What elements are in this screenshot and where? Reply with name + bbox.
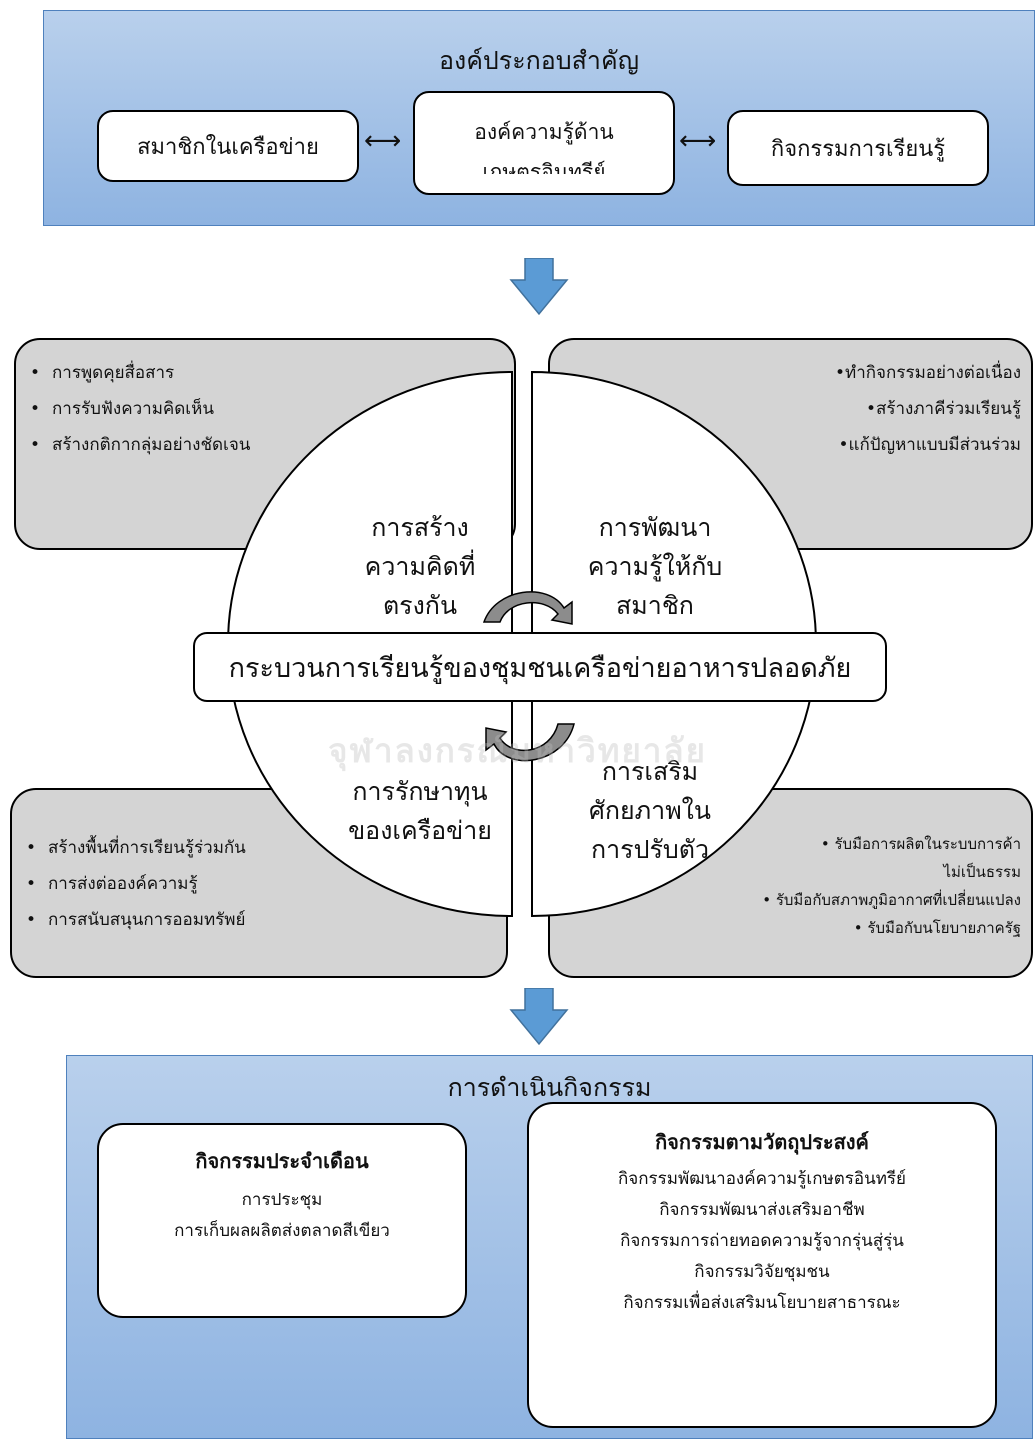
quadrant-label-top-left: การสร้าง ความคิดที่ ตรงกัน	[364, 513, 476, 620]
objective-item: กิจกรรมเพื่อส่งเสริมนโยบายสาธารณะ	[623, 1293, 901, 1313]
monthly-activities-title: กิจกรรมประจำเดือน	[195, 1149, 369, 1173]
objective-item: กิจกรรมพัฒนาองค์ความรู้เกษตรอินทรีย์	[617, 1169, 907, 1189]
learning-process-label: กระบวนการเรียนรู้ของชุมชนเครือข่ายอาหารป…	[193, 632, 887, 702]
notes-bottom-left: สร้างพื้นที่การเรียนรู้ร่วมกัน การส่งต่อ…	[26, 830, 246, 938]
note-item: การรับฟังความคิดเห็น	[30, 391, 250, 427]
down-arrow-icon	[509, 258, 569, 316]
note-item: สร้างภาคีร่วมเรียนรู้	[721, 391, 1021, 427]
watermark: จุฬาลงกรณ์มหาวิทยาลัย	[328, 731, 707, 770]
activities-title: การดำเนินกิจกรรม	[447, 1073, 652, 1102]
note-item: สร้างพื้นที่การเรียนรู้ร่วมกัน	[26, 830, 246, 866]
learning-activities-box: กิจกรรมการเรียนรู้	[727, 110, 989, 186]
quadrant-label-bottom-right: การเสริม ศักยภาพใน การปรับตัว	[589, 757, 711, 864]
cycle-arrow-top-icon	[482, 591, 573, 625]
objective-activities-title: กิจกรรมตามวัตถุประสงค์	[655, 1130, 869, 1154]
double-arrow-right-icon: ⟷	[679, 126, 717, 156]
objective-item: กิจกรรมการถ่ายทอดความรู้จากรุ่นสู่รุ่น	[620, 1231, 904, 1251]
monthly-item: การเก็บผลผลิตส่งตลาดสีเขียว	[174, 1221, 390, 1241]
down-arrow-icon	[509, 988, 569, 1046]
double-arrow-left-icon: ⟷	[364, 126, 402, 156]
objective-item: กิจกรรมวิจัยชุมชน	[694, 1262, 830, 1282]
notes-bottom-right: • รับมือการผลิตในระบบการค้า ไม่เป็นธรรม …	[691, 830, 1021, 942]
note-item: การสนับสนุนการออมทรัพย์	[26, 902, 246, 938]
knowledge-label-1: องค์ความรู้ด้าน	[474, 120, 614, 144]
components-title: องค์ประกอบสำคัญ	[438, 46, 639, 75]
note-item: การส่งต่อองค์ความรู้	[26, 866, 246, 902]
knowledge-label-2: เกษตรอินทรีย์	[482, 160, 606, 174]
learning-activities-label: กิจกรรมการเรียนรู้	[770, 136, 946, 162]
quadrant-label-top-right: การพัฒนา ความรู้ให้กับ สมาชิก	[587, 513, 723, 620]
note-item: • รับมือกับนโยบายภาครัฐ	[853, 919, 1021, 937]
notes-top-left: การพูดคุยสื่อสาร การรับฟังความคิดเห็น สร…	[30, 355, 250, 463]
notes-top-right: ทำกิจกรรมอย่างต่อเนื่อง สร้างภาคีร่วมเรี…	[721, 355, 1021, 463]
cycle-arrow-bottom-icon	[485, 723, 575, 762]
monthly-activities-box: กิจกรรมประจำเดือน การประชุม การเก็บผลผลิ…	[97, 1123, 467, 1318]
monthly-item: การประชุม	[241, 1190, 323, 1210]
note-item: ทำกิจกรรมอย่างต่อเนื่อง	[721, 355, 1021, 391]
members-label: สมาชิกในเครือข่าย	[137, 134, 319, 160]
note-item: • รับมือการผลิตในระบบการค้า	[820, 835, 1021, 853]
quadrant-label-bottom-left: การรักษาทุน ของเครือข่าย	[348, 777, 492, 845]
note-item-continuation: ไม่เป็นธรรม	[943, 863, 1022, 881]
note-item: แก้ปัญหาแบบมีส่วนร่วม	[721, 427, 1021, 463]
objective-activities-box: กิจกรรมตามวัตถุประสงค์ กิจกรรมพัฒนาองค์ค…	[527, 1102, 997, 1428]
knowledge-box: องค์ความรู้ด้าน เกษตรอินทรีย์	[413, 91, 675, 195]
objective-item: กิจกรรมพัฒนาส่งเสริมอาชีพ	[659, 1200, 865, 1220]
note-item: สร้างกติกากลุ่มอย่างชัดเจน	[30, 427, 250, 463]
quadrant-bottom-left	[226, 643, 513, 918]
members-box: สมาชิกในเครือข่าย	[97, 110, 359, 182]
note-item: • รับมือกับสภาพภูมิอากาศที่เปลี่ยนแปลง	[762, 891, 1021, 909]
note-item: การพูดคุยสื่อสาร	[30, 355, 250, 391]
quadrant-top-left	[226, 370, 513, 645]
